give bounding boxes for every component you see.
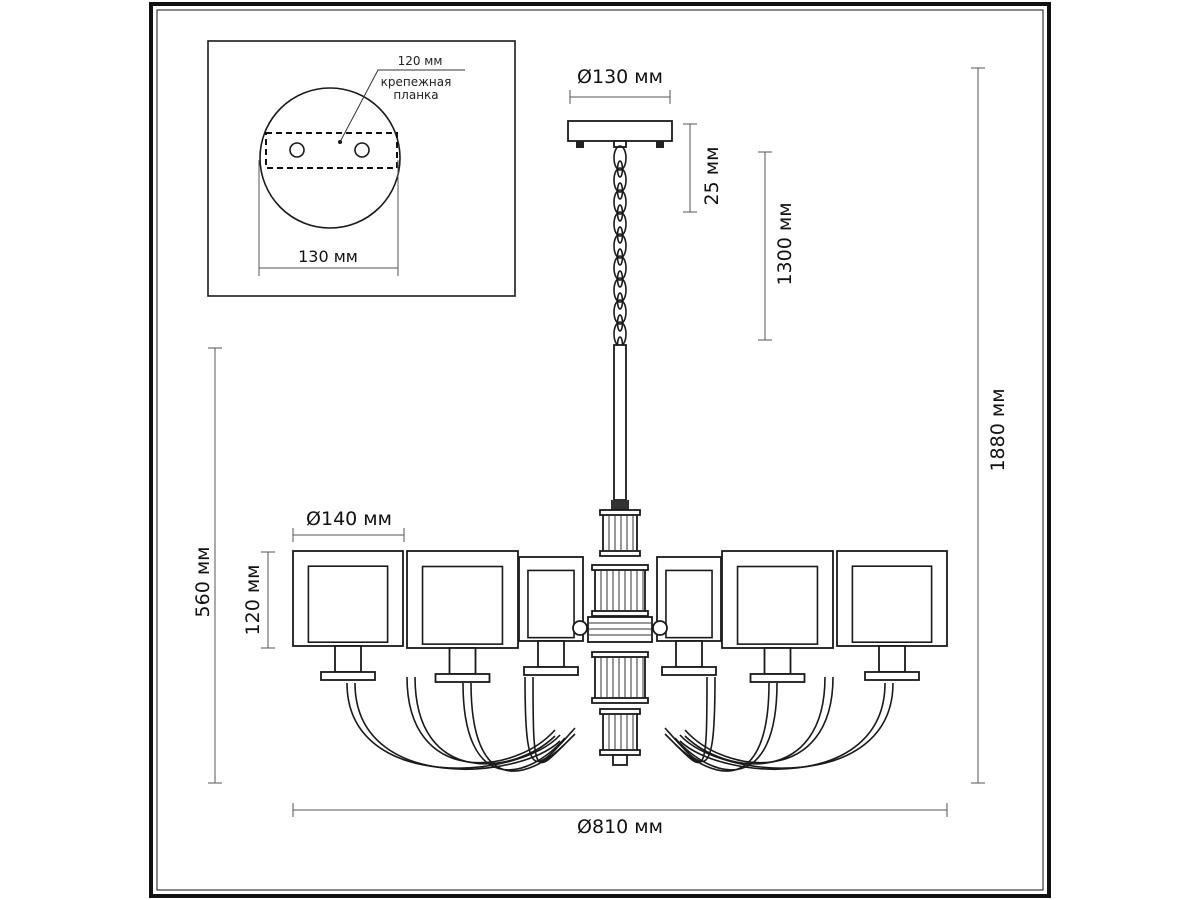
column-finial [612,754,628,766]
lamp-shade-inner [307,565,389,644]
lamp-cup [448,647,477,675]
lamp-shade [292,550,404,647]
bar-label-line1: крепежная [381,75,452,89]
lamp-bobeche [320,671,376,681]
arm-curve [354,682,561,770]
arms [346,676,894,772]
lamp-cup [763,647,792,675]
chain-link [613,167,627,193]
arm-curve [414,676,556,765]
lamp-bobeche [864,671,920,681]
total-diameter-label: Ø810 мм [577,816,663,838]
lamp-shade-inner [851,565,933,644]
total-height-label: 1880 мм [987,388,1009,471]
lamp-cup [675,640,703,668]
chain-link [613,233,627,259]
lamp-bobeche [523,666,579,676]
arm-curve [524,676,576,763]
arm-curve [679,682,894,769]
hub-knob [572,620,588,636]
body-height-label: 560 мм [192,547,214,618]
arm-curve [674,682,770,772]
leader-line [339,69,465,143]
mounting-inset: 120 мм крепежная планка 130 мм [207,40,516,297]
chain-link [613,189,627,215]
canopy-circle [259,87,401,229]
canopy: Ø130 мм [567,66,673,148]
arm-curve [532,676,576,764]
lamp-shade [836,550,948,647]
mounting-bar-outline [265,132,398,169]
arm-curve [470,682,566,772]
lamp-cup [537,640,565,668]
arm-curve [679,682,886,770]
lamp-cup [878,645,906,673]
lamp-shade-inner [421,565,504,645]
lamp-bobeche [434,673,491,683]
lamp-shade [721,550,834,649]
shade-height-label: 120 мм [242,565,264,636]
arm-curve [674,682,778,771]
lamp-shade-inner [527,569,575,639]
drawing-frame-inner [156,9,1044,891]
arm-curve [346,682,561,769]
arm-curve [684,676,826,765]
column-drum [602,512,638,554]
lamp-cup [334,645,362,673]
chain-link [613,211,627,237]
chain-link [613,255,627,281]
bar-width-label: 120 мм [398,54,443,68]
mounting-hole-left [289,142,305,158]
canopy-width-label: 130 мм [298,247,358,266]
chain-link [613,277,627,303]
drawing-frame-outer [149,2,1051,898]
hub-knob [652,620,668,636]
chain-link [613,321,627,347]
shade-diameter-label: Ø140 мм [306,508,392,530]
inset-box [207,40,516,297]
bar-label-line2: планка [393,88,438,102]
arm-curve [664,676,708,764]
dimensions: 25 мм 1300 мм 1880 мм 560 мм 120 мм Ø140… [192,67,1009,838]
column-drum [602,711,638,753]
lamp-bobeche [661,666,717,676]
center-column [572,500,668,766]
arm-curve [462,682,566,771]
rod [613,344,627,501]
mounting-hole-right [354,142,370,158]
chain-link [613,145,627,171]
canopy-diameter-label: Ø130 мм [577,66,663,88]
chain [613,145,627,354]
arm-curve [664,676,716,763]
lamp-shade-inner [736,565,819,645]
canopy-height-label: 25 мм [701,147,723,206]
chain-link [613,299,627,325]
lamp-shade-inner [665,569,713,639]
lamp-shade [406,550,519,649]
lamp-bobeche [749,673,806,683]
chain-length-label: 1300 мм [774,202,796,285]
